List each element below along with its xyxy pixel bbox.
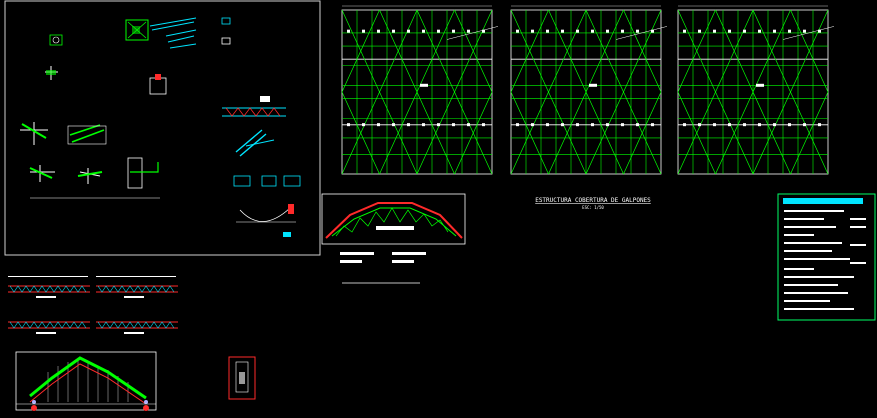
connection-details-top — [49, 17, 231, 49]
truss-detail-right — [222, 96, 301, 237]
plans-title: ESTRUCTURA COBERTURA DE GALPONES — [535, 197, 651, 204]
plan-grid-3 — [677, 5, 835, 175]
specifications-panel — [777, 193, 876, 321]
bottom-elevations — [8, 276, 178, 411]
column-detail — [228, 356, 256, 400]
roof-structure-plans — [341, 5, 835, 175]
plan-grid-1 — [341, 5, 499, 175]
details-sheet — [4, 0, 321, 256]
arch-elevation — [321, 193, 466, 284]
plans-scale: ESC: 1/50 — [582, 205, 604, 210]
connection-details-mid — [20, 66, 167, 199]
plans-title-block: ESTRUCTURA COBERTURA DE GALPONES ESC: 1/… — [535, 197, 651, 210]
plan-grid-2 — [510, 5, 668, 175]
panel-title-bar — [783, 198, 863, 204]
